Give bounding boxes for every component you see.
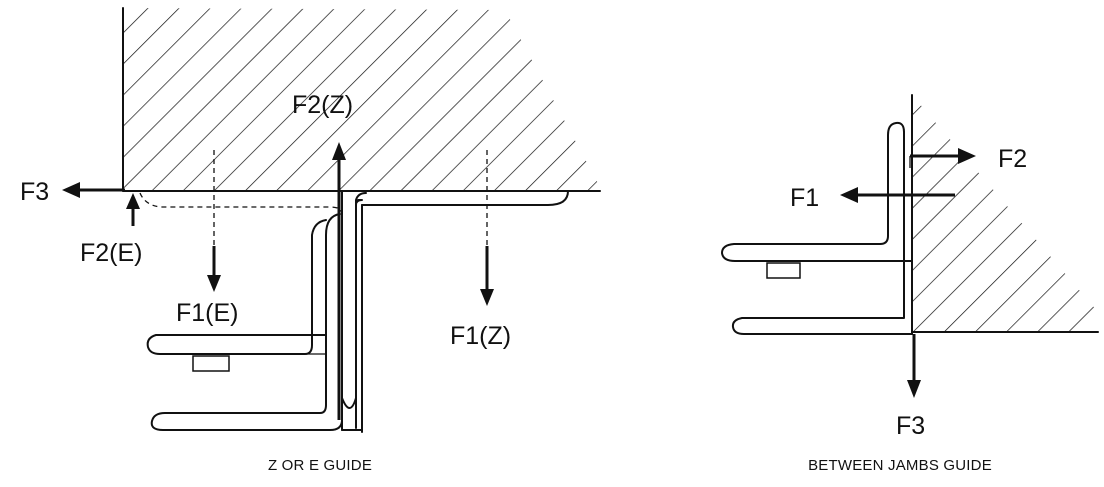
f1e-arrow-down xyxy=(207,246,221,292)
label-f1-z: F1(Z) xyxy=(450,322,511,350)
f3-arrow-left xyxy=(62,182,125,198)
f3-arrow-down xyxy=(907,334,921,398)
jamb-guide-outer-angle xyxy=(731,131,913,335)
f1z-arrow-down xyxy=(480,246,494,306)
f1-arrow-left xyxy=(840,187,955,203)
label-f2-z: F2(Z) xyxy=(292,91,353,119)
jamb-guide-inner-angle xyxy=(721,121,913,262)
label-f3: F3 xyxy=(20,178,49,206)
z-or-e-guide-figure: F3 F2(E) F1(E) F2(Z) F1(Z) Z OR E GUIDE xyxy=(20,7,601,474)
fastener-block-right xyxy=(766,262,801,279)
right-wall-hatch xyxy=(911,94,1099,335)
fastener-block-left xyxy=(192,355,230,372)
label-f1-right: F1 xyxy=(790,184,819,212)
f2z-arrow-up xyxy=(332,142,346,420)
e-guide-profile xyxy=(139,192,357,431)
label-f3-right: F3 xyxy=(896,412,925,440)
f2e-arrow-up xyxy=(126,193,140,226)
left-wall-hatch xyxy=(122,7,601,192)
z-guide-profile xyxy=(341,190,569,433)
label-f1-e: F1(E) xyxy=(176,299,239,327)
f2-arrow-right xyxy=(909,148,976,168)
label-f2-right: F2 xyxy=(998,145,1027,173)
between-jambs-guide-figure: F2 F1 F3 BETWEEN JAMBS GUIDE xyxy=(721,94,1099,474)
caption-between-jambs-guide: BETWEEN JAMBS GUIDE xyxy=(808,457,992,474)
caption-z-or-e-guide: Z OR E GUIDE xyxy=(268,457,372,474)
label-f2-e: F2(E) xyxy=(80,239,143,267)
